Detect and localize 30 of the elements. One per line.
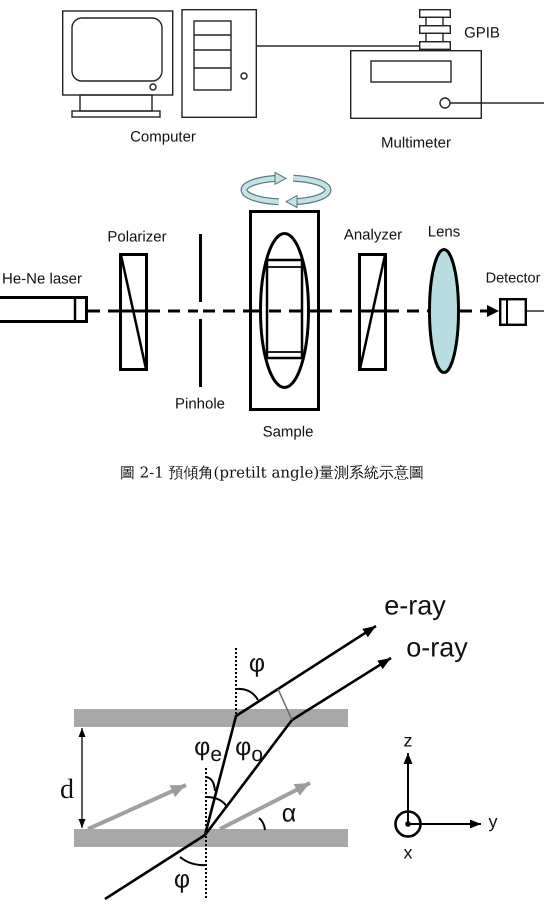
laser-beam: [88, 310, 119, 312]
component-label: Pinhole: [174, 395, 226, 413]
cable: [482, 102, 544, 104]
laser-beam: [460, 305, 499, 317]
component-label: Lens: [428, 223, 460, 241]
component-label: Detector: [486, 270, 540, 288]
ray-label: e-ray: [384, 590, 446, 622]
component-label: Polarizer: [107, 228, 167, 246]
cable: [257, 45, 419, 47]
component-label: Multimeter: [381, 134, 451, 152]
laser-beam: [148, 310, 198, 312]
angle-label: φ: [248, 650, 266, 678]
component-label: He-Ne laser: [2, 270, 82, 288]
figure-caption: 圖 2-1 預傾角(pretilt angle)量測系統示意圖: [120, 464, 424, 482]
axis-label: z: [404, 730, 412, 752]
laser-beam: [203, 310, 249, 312]
component-label: GPIB: [464, 24, 500, 42]
angle-label: φ$_{o}$: [235, 733, 263, 767]
component-label: Computer: [130, 128, 196, 146]
angle-label: α: [282, 800, 296, 828]
component-label: Analyzer: [344, 226, 402, 244]
component-label: Sample: [262, 423, 314, 441]
dimension-label: d: [60, 774, 74, 806]
laser-beam: [387, 310, 428, 312]
cable: [527, 310, 544, 312]
axis-label: y: [488, 812, 498, 832]
ray-label: o-ray: [406, 632, 468, 664]
angle-label: φ: [174, 866, 190, 894]
axis-label: x: [404, 842, 412, 864]
angle-label: φ$_{e}$: [194, 733, 222, 767]
